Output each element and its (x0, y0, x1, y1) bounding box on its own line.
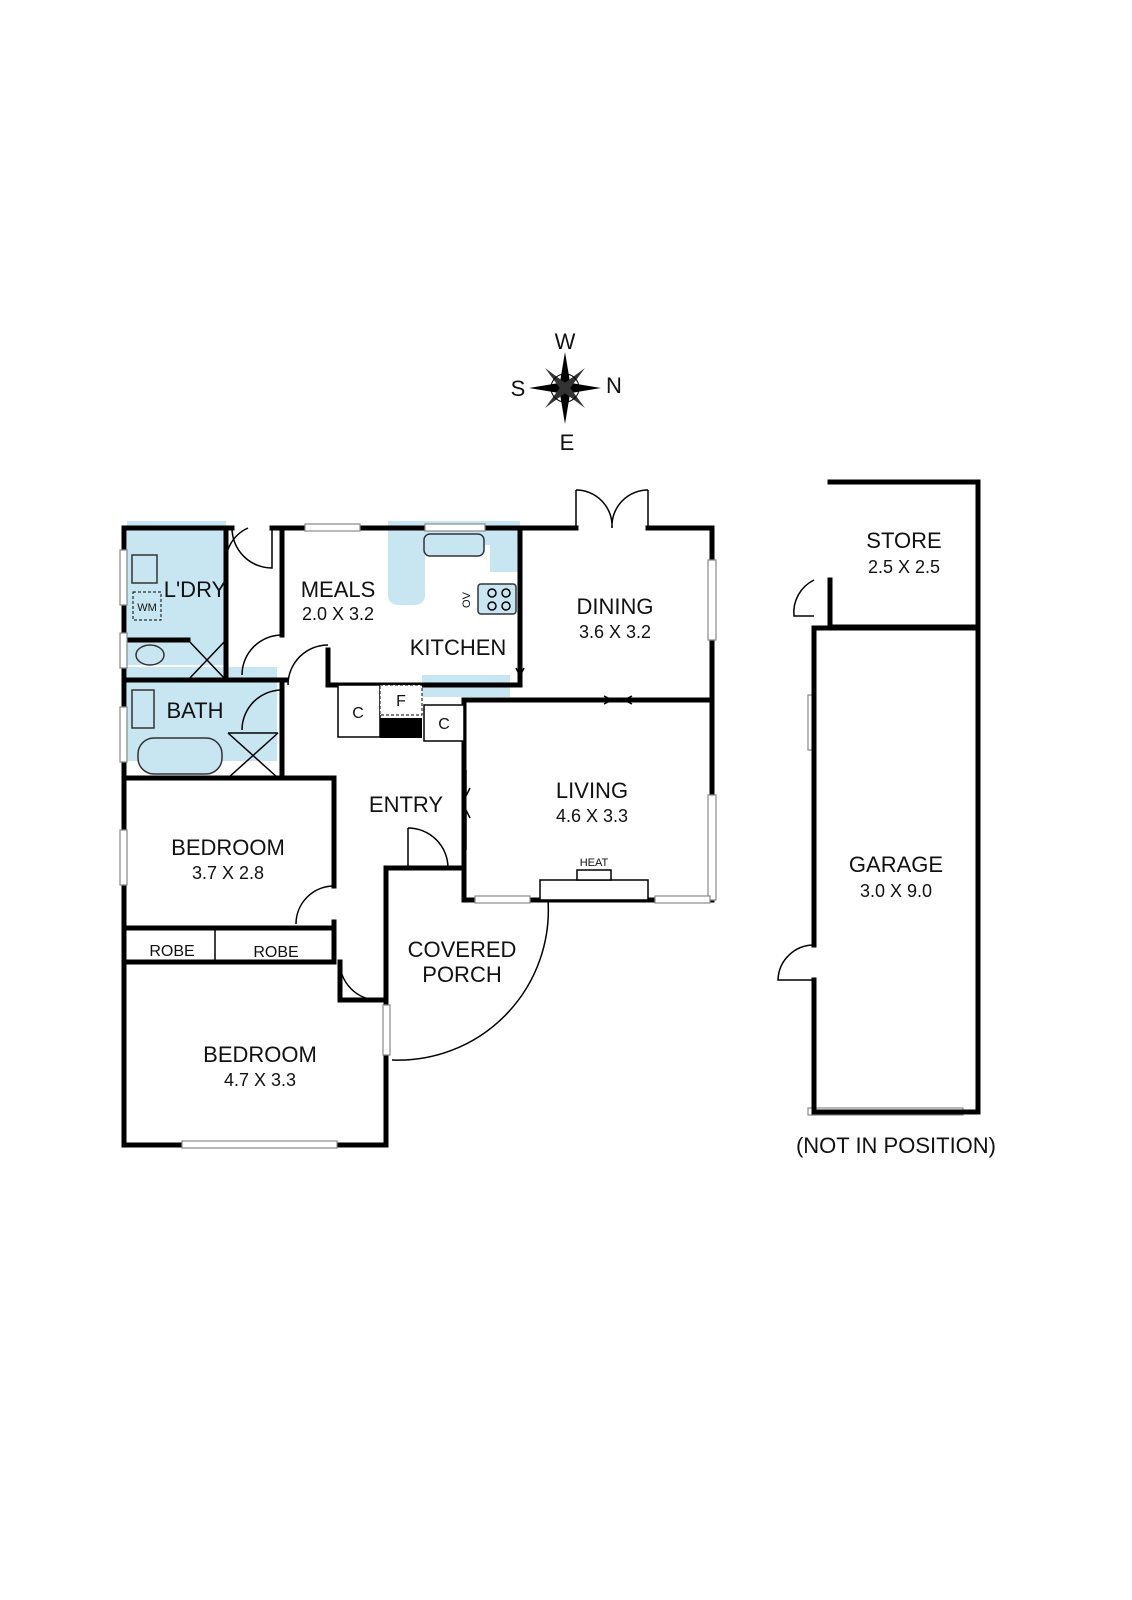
bath-label: BATH (166, 698, 223, 723)
living-label: LIVING (556, 778, 628, 803)
entry-label: ENTRY (369, 792, 443, 817)
bedroom-1-label: BEDROOM (171, 835, 285, 860)
garage-size: 3.0 X 9.0 (860, 881, 932, 901)
store-label: STORE (866, 528, 941, 553)
bedroom-2-label: BEDROOM (203, 1042, 317, 1067)
cupboard-1-label: C (352, 705, 364, 722)
porch-label-1: COVERED (408, 937, 517, 962)
laundry-label: L'DRY (164, 577, 227, 602)
outbuildings (811, 479, 981, 1115)
robe-2-label: ROBE (253, 944, 298, 961)
meals-label: MEALS (301, 577, 376, 602)
bedroom-2-size: 4.7 X 3.3 (224, 1070, 296, 1090)
dining-label: DINING (577, 594, 654, 619)
compass-n: N (606, 373, 622, 398)
oven-label: OV (461, 591, 473, 608)
store-size: 2.5 X 2.5 (868, 557, 940, 577)
room-labels: L'DRY BATH MEALS 2.0 X 3.2 KITCHEN DININ… (149, 528, 996, 1158)
compass-s: S (511, 376, 526, 401)
robe-1-label: ROBE (149, 943, 194, 960)
cupboard-2-label: C (438, 716, 450, 733)
not-in-position-note: (NOT IN POSITION) (796, 1133, 996, 1158)
compass-e: E (560, 430, 575, 455)
compass-w: W (555, 329, 576, 354)
heat-label: HEAT (580, 857, 609, 869)
bedroom-1-size: 3.7 X 2.8 (192, 863, 264, 883)
compass-rose-icon: W S N E (511, 329, 622, 455)
fridge-label: F (396, 693, 406, 710)
dining-size: 3.6 X 3.2 (579, 622, 651, 642)
kitchen-label: KITCHEN (410, 635, 507, 660)
doors (187, 489, 815, 1061)
porch-label-2: PORCH (422, 962, 501, 987)
wm-label: WM (137, 602, 157, 614)
garage-label: GARAGE (849, 852, 943, 877)
living-size: 4.6 X 3.3 (556, 806, 628, 826)
meals-size: 2.0 X 3.2 (302, 604, 374, 624)
fixtures: WM OV C F C HEAT (131, 533, 649, 901)
